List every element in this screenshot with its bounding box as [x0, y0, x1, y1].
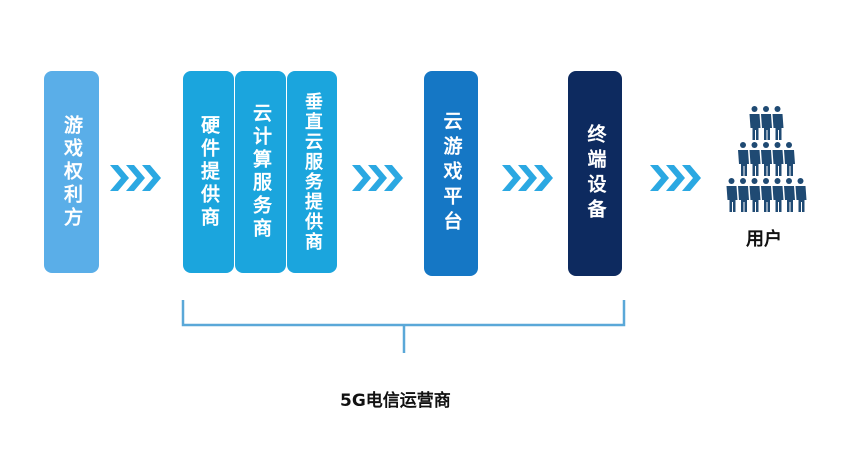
person-icon [761, 178, 772, 212]
node-vertical-cloud-provider: 垂直云服务提供商 [287, 71, 337, 273]
person-icon [772, 178, 784, 212]
person-icon [772, 106, 784, 140]
node-game-rights-holder: 游戏权利方 [44, 71, 99, 273]
person-icon [738, 178, 749, 212]
person-icon [726, 178, 738, 212]
users-label: 用户 [746, 229, 782, 250]
person-icon [738, 142, 749, 176]
chevron-arrow-icon [110, 165, 161, 191]
node-label: 云计算服务商 [250, 103, 272, 241]
users-crowd-icon [726, 106, 807, 212]
node-cloud-computing-provider: 云计算服务商 [235, 71, 286, 273]
node-label: 游戏权利方 [61, 114, 83, 230]
node-label: 垂直云服务提供商 [302, 92, 323, 252]
person-icon [772, 142, 784, 176]
chevron-arrow-icon [650, 165, 701, 191]
node-terminal-device: 终端设备 [568, 71, 622, 276]
person-icon [761, 106, 772, 140]
operator-label: 5G电信运营商 [340, 391, 451, 411]
chevron-arrow-icon [502, 165, 553, 191]
person-icon [749, 142, 761, 176]
operator-bracket [181, 300, 626, 353]
node-hardware-provider: 硬件提供商 [183, 71, 234, 273]
person-icon [749, 106, 761, 140]
node-cloud-gaming-platform: 云游戏平台 [424, 71, 478, 276]
node-label: 云游戏平台 [440, 111, 463, 236]
chevron-arrow-icon [352, 165, 403, 191]
person-icon [795, 178, 807, 212]
person-icon [761, 142, 772, 176]
node-label: 硬件提供商 [198, 114, 220, 230]
person-icon [749, 178, 761, 212]
person-icon [784, 142, 795, 176]
person-icon [784, 178, 795, 212]
node-label: 终端设备 [584, 123, 607, 224]
